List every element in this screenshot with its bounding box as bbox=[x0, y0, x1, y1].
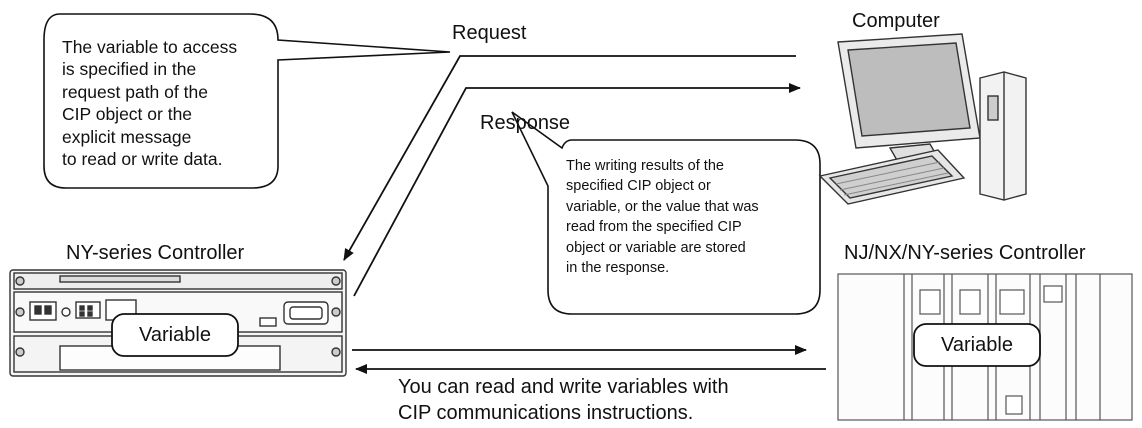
computer-label: Computer bbox=[852, 10, 940, 32]
variable-label-left: Variable bbox=[139, 324, 211, 346]
request-callout-line: explicit message bbox=[62, 126, 192, 147]
response-callout-line: object or variable are stored bbox=[566, 239, 746, 256]
response-callout-line: variable, or the value that was bbox=[566, 198, 759, 215]
response-label: Response bbox=[480, 112, 571, 134]
ny-controller-label: NY-series Controller bbox=[66, 242, 245, 264]
request-arrow bbox=[343, 55, 796, 261]
response-callout-line: The writing results of the bbox=[566, 158, 724, 174]
request-callout-bubble bbox=[43, 13, 451, 189]
variable-box-left bbox=[111, 313, 239, 357]
request-callout-line: to read or write data. bbox=[62, 149, 223, 170]
computer-icon bbox=[818, 33, 1027, 205]
request-callout-line: The variable to access bbox=[62, 37, 238, 57]
request-label: Request bbox=[452, 22, 527, 44]
variable-box-right bbox=[913, 323, 1041, 367]
bottom-caption-line: CIP communications instructions. bbox=[398, 402, 694, 424]
request-callout-line: CIP object or the bbox=[62, 104, 193, 125]
response-callout-text: The writing results of the specified CIP… bbox=[566, 156, 759, 278]
request-callout-line: is specified in the bbox=[62, 59, 197, 80]
response-callout-line: read from the specified CIP bbox=[566, 219, 742, 236]
request-callout-line: request path of the bbox=[62, 81, 208, 102]
response-arrow bbox=[353, 83, 801, 297]
bottom-caption: You can read and write variables with CI… bbox=[398, 374, 729, 426]
response-callout-bubble bbox=[511, 111, 821, 315]
response-callout-line: in the response. bbox=[566, 260, 670, 277]
nj-controller-label: NJ/NX/NY-series Controller bbox=[844, 242, 1086, 264]
bottom-caption-line: You can read and write variables with bbox=[398, 376, 729, 398]
response-callout-line: specified CIP object or bbox=[566, 178, 711, 195]
request-callout-text: The variable to access is specified in t… bbox=[62, 36, 237, 170]
variable-label-right: Variable bbox=[941, 334, 1013, 356]
